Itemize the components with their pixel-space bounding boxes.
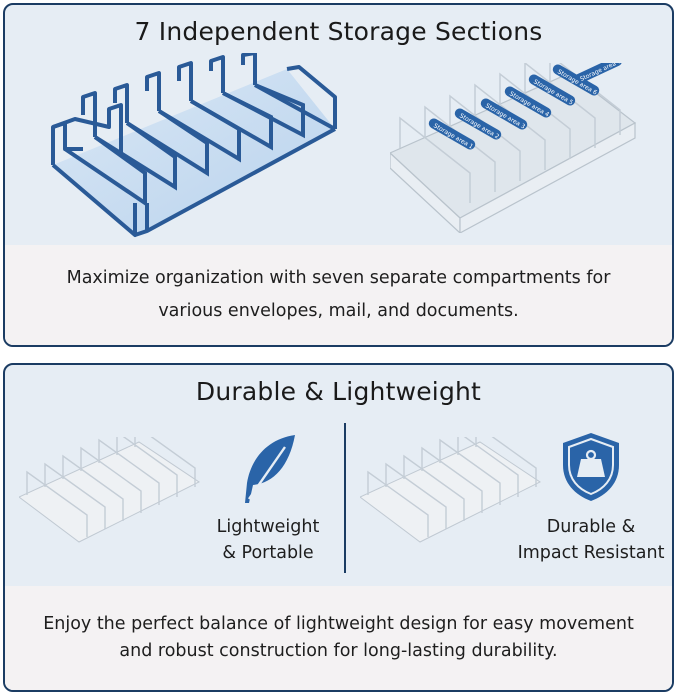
section-title: 7 Independent Storage Sections [134, 17, 543, 46]
storage-sections-panel: 7 Independent Storage Sections [3, 3, 674, 347]
caption-line: Maximize organization with seven separat… [66, 268, 611, 288]
feature-label-durable: Durable & Impact Resistant [511, 514, 671, 566]
storage-label-7: Storage area 7 [579, 63, 622, 83]
feature-label-lightweight: Lightweight & Portable [198, 514, 338, 566]
caption-line: Enjoy the perfect balance of lightweight… [43, 614, 634, 634]
section-caption: Maximize organization with seven separat… [5, 245, 672, 345]
feature-line: Impact Resistant [517, 543, 665, 563]
caption-line: various envelopes, mail, and documents. [158, 301, 519, 321]
caption-line: and robust construction for long-lasting… [119, 641, 558, 661]
vertical-divider [344, 423, 346, 573]
feature-line: Durable & [546, 517, 636, 537]
organizer-photo-right [360, 437, 541, 543]
section-title: Durable & Lightweight [195, 377, 482, 406]
durable-lightweight-panel: Durable & Lightweight Lightweight & Port… [3, 363, 674, 692]
section-caption: Enjoy the perfect balance of lightweight… [5, 586, 672, 690]
feather-icon [245, 435, 295, 503]
feature-line: Lightweight [216, 517, 320, 537]
shield-weight-icon [563, 433, 619, 501]
organizer-diagram-illustration [51, 53, 337, 237]
organizer-photo-left [19, 437, 200, 543]
feature-line: & Portable [222, 543, 314, 563]
labeled-organizer-illustration: Storage area 1 Storage area 2 Storage ar… [390, 63, 637, 233]
